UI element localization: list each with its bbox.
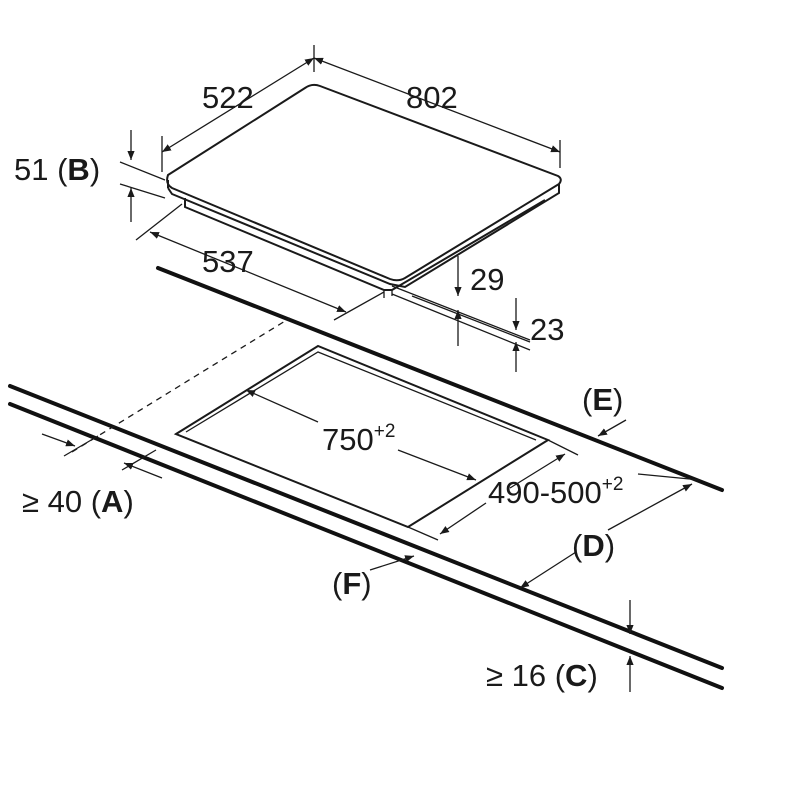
label-cutout-width-tol: +2 <box>374 421 396 442</box>
label-min-front-letter: A <box>101 484 123 519</box>
label-height-b-value: 51 <box>14 152 48 187</box>
label-body-offset: 23 <box>530 312 564 347</box>
worktop-hidden-edge <box>71 317 291 453</box>
dimension-lines <box>41 45 701 692</box>
label-hob-depth: 522 <box>202 80 254 115</box>
label-height-b: 51 (B) <box>14 152 100 187</box>
worktop-back-edge <box>156 266 724 492</box>
label-f: (F) <box>332 566 372 601</box>
label-body-height: 29 <box>470 262 504 297</box>
label-min-thickness: ≥ 16 (C) <box>486 658 598 693</box>
label-min-front: ≥ 40 (A) <box>22 484 134 519</box>
hob-glass-edge <box>167 180 560 289</box>
worktop-front-bottom-edge <box>8 402 724 690</box>
hob-body-foot <box>383 290 393 298</box>
worktop-front-top-edge <box>8 384 724 670</box>
label-cutout-width-value: 750 <box>322 422 374 457</box>
label-cutout-width: 750+2 <box>322 421 395 457</box>
label-cutout-depth: 490-500+2 <box>488 474 623 510</box>
label-e: (E) <box>582 382 623 417</box>
label-cutout-depth-tol: +2 <box>602 474 624 495</box>
cutout-inner-wall <box>185 351 537 441</box>
label-hob-width: 802 <box>406 80 458 115</box>
label-d: (D) <box>572 528 615 563</box>
label-body-depth: 537 <box>202 244 254 279</box>
label-min-thickness-letter: C <box>565 658 587 693</box>
label-cutout-depth-value: 490-500 <box>488 475 602 510</box>
label-min-thickness-prefix: ≥ 16 <box>486 658 546 693</box>
label-min-front-prefix: ≥ 40 <box>22 484 82 519</box>
label-height-b-letter: B <box>67 152 89 187</box>
